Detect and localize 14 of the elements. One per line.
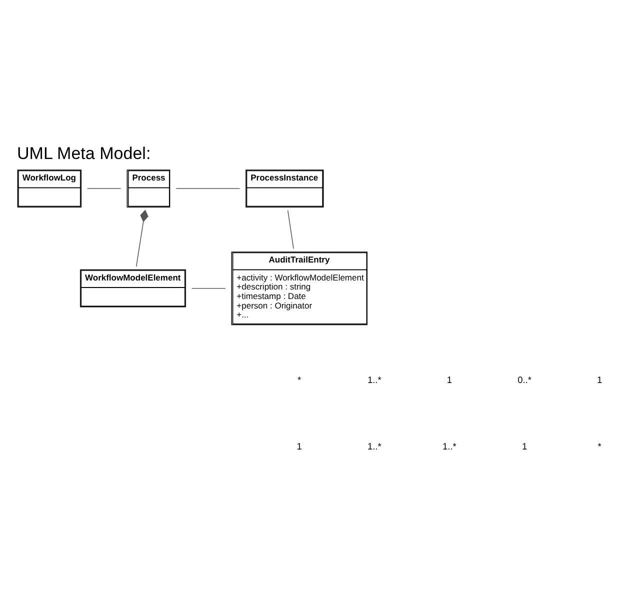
label: 1..* [367,440,382,451]
label: 1 [597,374,602,384]
connector [191,287,226,288]
label: 1 [446,374,452,384]
label: 1 [522,440,528,451]
label: 1..* [442,440,456,451]
label: 1..* [367,374,382,384]
label: * [598,440,602,451]
label: 1 [296,440,302,451]
connector [136,209,148,266]
connector [287,209,294,249]
label: * [298,374,302,384]
label: 0..* [518,374,532,384]
diagram-title: UML Meta Model: [17,143,151,162]
